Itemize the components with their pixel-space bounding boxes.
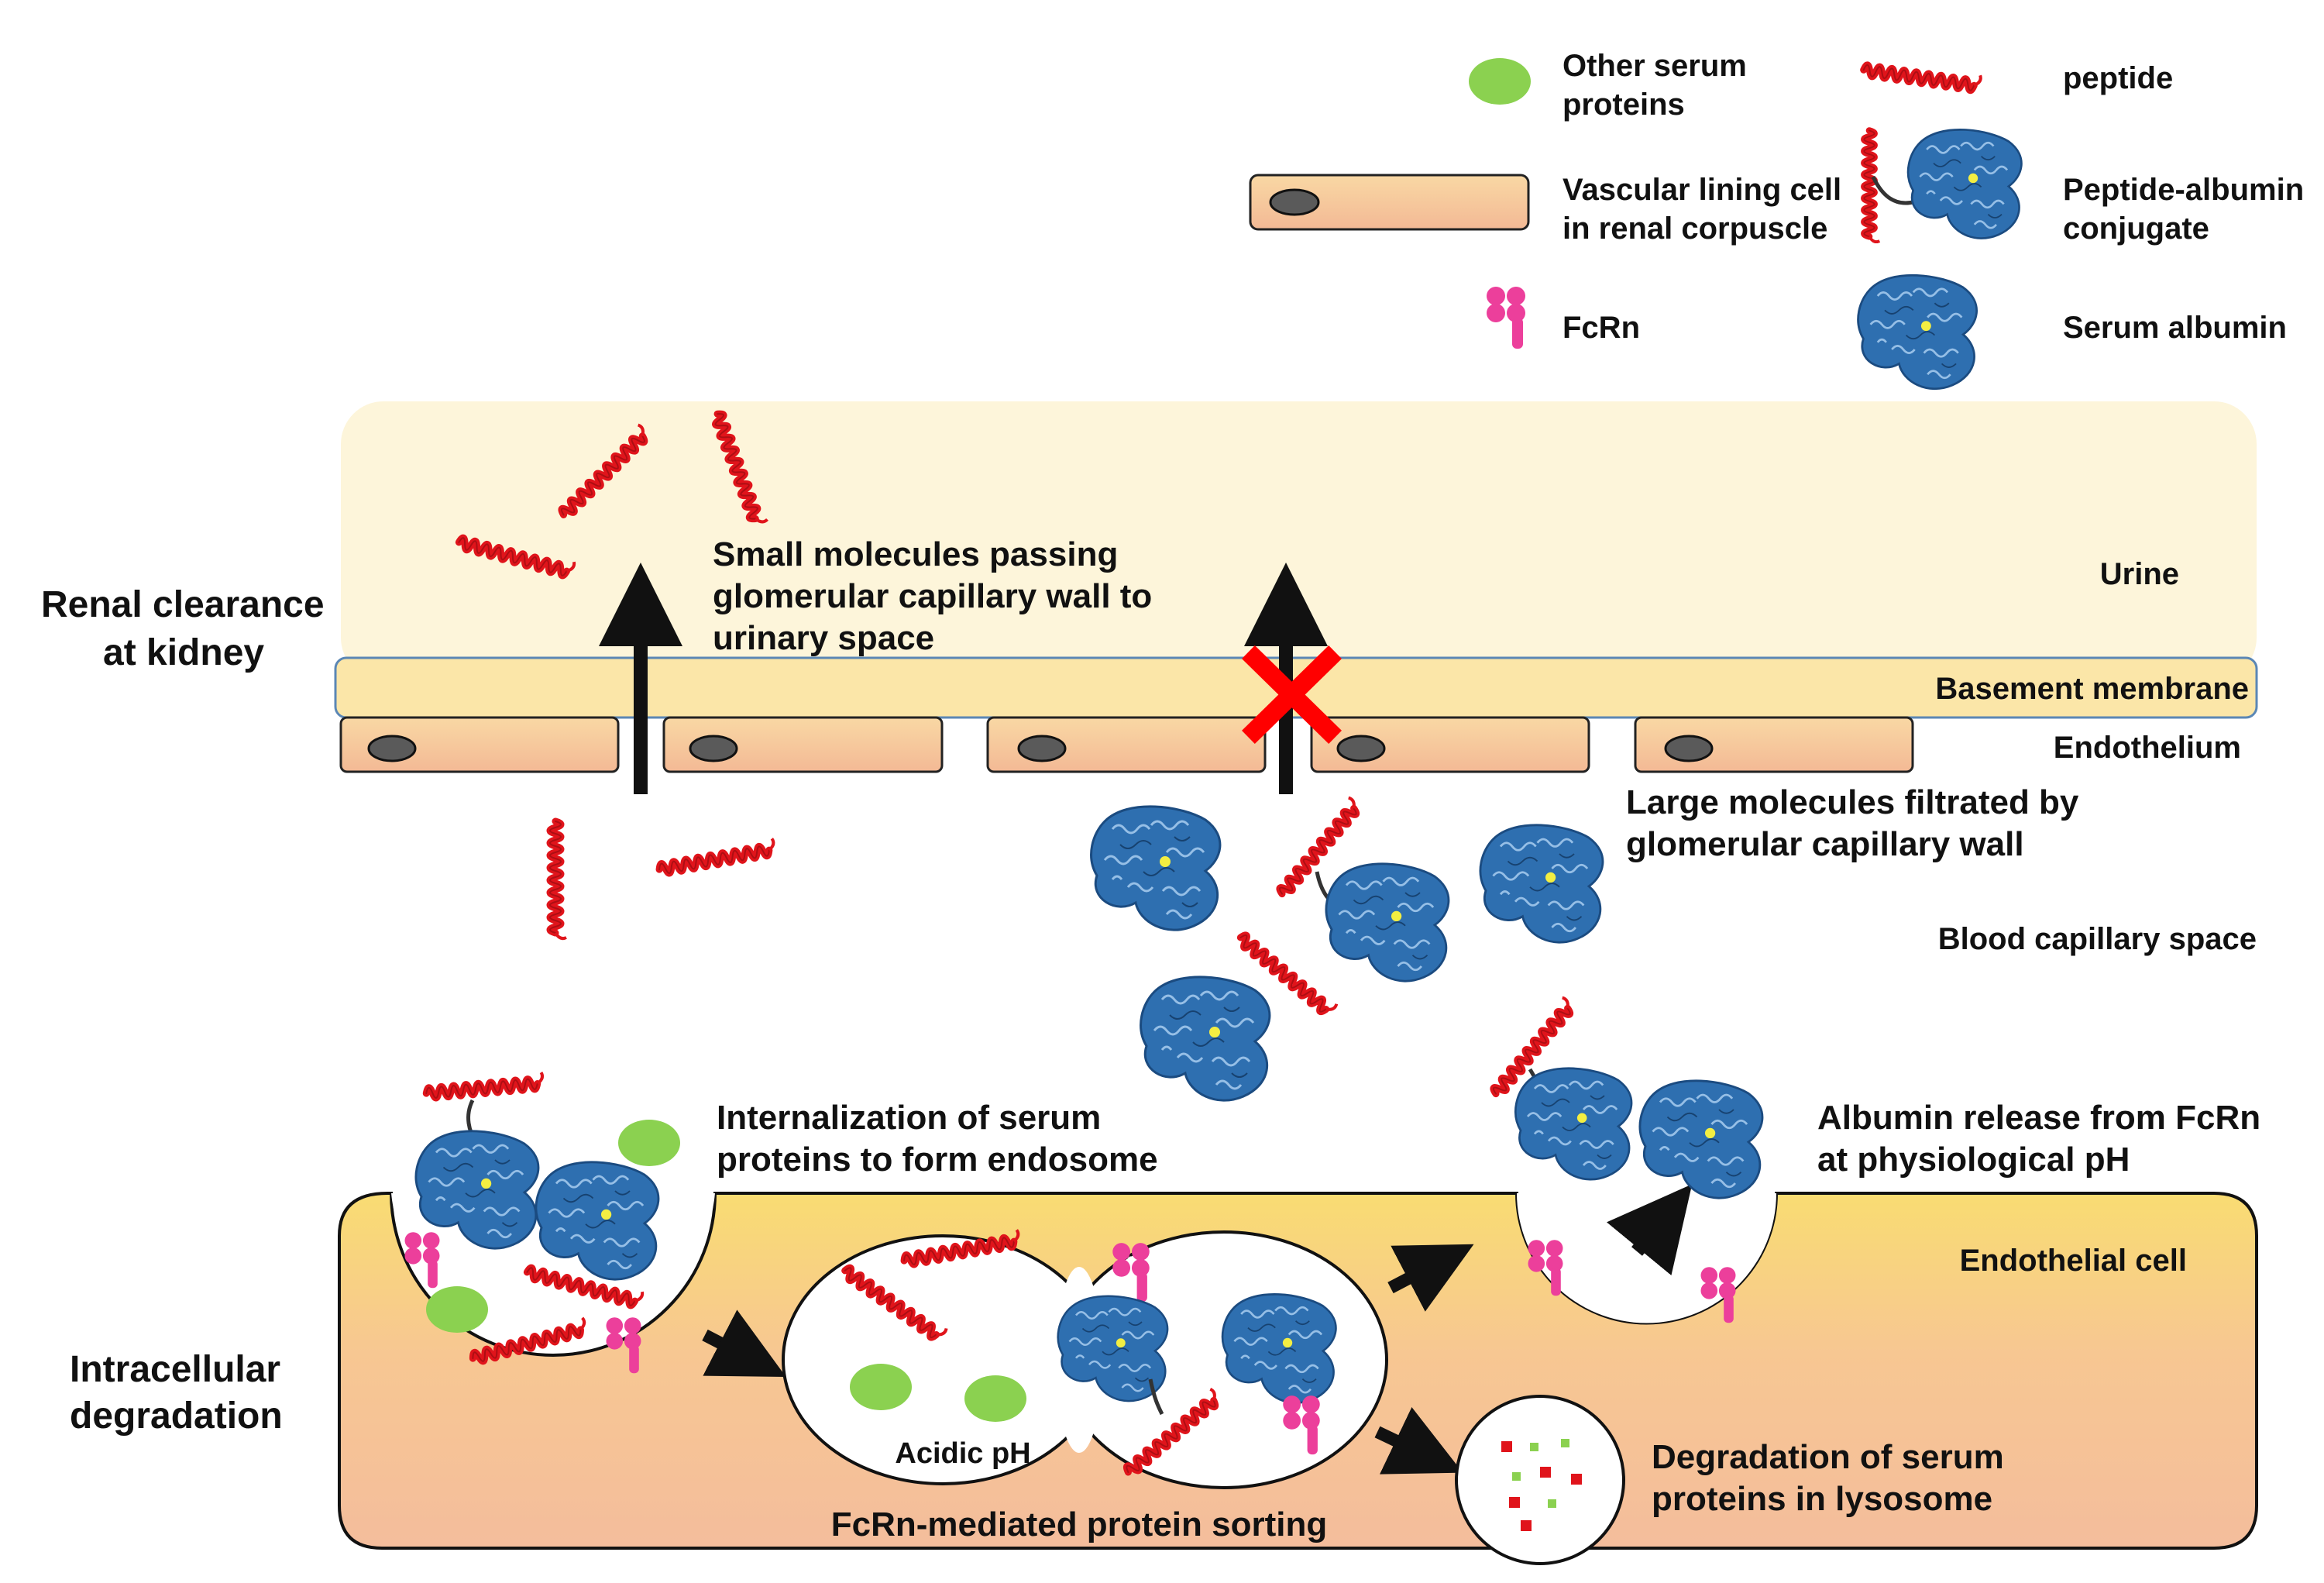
endothelium-cells	[339, 716, 1914, 773]
conjugate-in-pit	[414, 1072, 543, 1250]
nucleus-icon	[1269, 188, 1320, 216]
released-conjugate	[1487, 997, 1633, 1181]
blood-capillary-space-label: Blood capillary space	[1938, 922, 2257, 956]
acidic-ph-label: Acidic pH	[895, 1437, 1030, 1470]
vascular-lining-cell-icon	[1249, 174, 1530, 231]
urine-label: Urine	[2100, 557, 2179, 591]
intracellular-side-label-line1: Intracellular	[70, 1349, 280, 1390]
to-lysosome-arrow	[1374, 1406, 1463, 1475]
serum-albumin-icon	[1857, 274, 1978, 391]
legend-serum-albumin: Serum albumin	[2063, 311, 2287, 345]
albumin-release-line1: Albumin release from FcRn	[1817, 1099, 2260, 1137]
legend: Other serum proteins peptide Vascular li…	[1249, 49, 2304, 391]
intracellular-section: Internalization of serum proteins to for…	[70, 997, 2260, 1565]
legend-conjugate-line1: Peptide-albumin	[2063, 173, 2304, 207]
blood-peptide	[550, 821, 566, 938]
legend-other-serum-proteins-line1: Other serum	[1563, 49, 1747, 83]
blood-conjugate	[1140, 929, 1338, 1102]
blood-albumin	[1479, 824, 1604, 944]
intracellular-side-label-line2: degradation	[70, 1395, 283, 1437]
renal-section: Small molecules passing glomerular capil…	[41, 401, 2258, 1102]
endosome-conjugate	[1121, 1293, 1337, 1476]
legend-vascular-line2: in renal corpuscle	[1563, 212, 1827, 246]
blood-peptide	[658, 838, 775, 875]
peptide-icon	[1863, 59, 1982, 91]
pit-other-protein	[426, 1286, 488, 1333]
legend-conjugate-line2: conjugate	[2063, 212, 2209, 246]
legend-fcrn: FcRn	[1563, 311, 1640, 345]
renal-side-label-line1: Renal clearance	[41, 584, 325, 625]
large-molecules-line1: Large molecules filtrated by	[1626, 783, 2079, 821]
lysosome	[1455, 1395, 1625, 1565]
legend-peptide: peptide	[2063, 61, 2173, 95]
endosome-other-protein	[850, 1364, 912, 1410]
degraded-fragments	[1501, 1439, 1582, 1531]
small-molecules-line2: glomerular capillary wall to	[713, 577, 1152, 615]
internalization-line1: Internalization of serum	[717, 1099, 1101, 1137]
large-molecules-line2: glomerular capillary wall	[1626, 825, 2024, 863]
small-molecules-line3: urinary space	[713, 619, 934, 657]
pit-other-protein	[618, 1120, 680, 1166]
legend-vascular-line1: Vascular lining cell	[1563, 173, 1841, 207]
albumin-release-line2: at physiological pH	[1817, 1141, 2130, 1179]
to-release-arrow	[1387, 1244, 1474, 1312]
degradation-line2: proteins in lysosome	[1652, 1480, 1992, 1518]
renal-side-label-line2: at kidney	[103, 632, 264, 673]
endothelial-cell-label: Endothelial cell	[1960, 1244, 2187, 1278]
basement-membrane-label: Basement membrane	[1935, 672, 2249, 706]
released-albumin	[1638, 1079, 1764, 1199]
release-arrow	[1606, 1184, 1693, 1276]
endothelium-label: Endothelium	[2054, 731, 2241, 765]
degradation-line1: Degradation of serum	[1652, 1438, 2004, 1476]
other-serum-protein-icon	[1469, 58, 1531, 105]
peptide-albumin-conjugate-icon	[1864, 129, 2023, 242]
sorting-label: FcRn-mediated protein sorting	[831, 1506, 1327, 1543]
legend-other-serum-proteins-line2: proteins	[1563, 88, 1685, 122]
block-x-icon	[1242, 645, 1342, 744]
small-molecules-line1: Small molecules passing	[713, 535, 1118, 573]
blood-conjugate	[1274, 797, 1450, 982]
blood-albumin	[1090, 805, 1222, 931]
endosome-other-protein	[964, 1375, 1026, 1422]
urinary-space	[341, 401, 2257, 680]
to-sorting-arrow	[702, 1309, 786, 1378]
fcrn-icon	[1487, 287, 1525, 349]
internalization-line2: proteins to form endosome	[717, 1141, 1158, 1179]
